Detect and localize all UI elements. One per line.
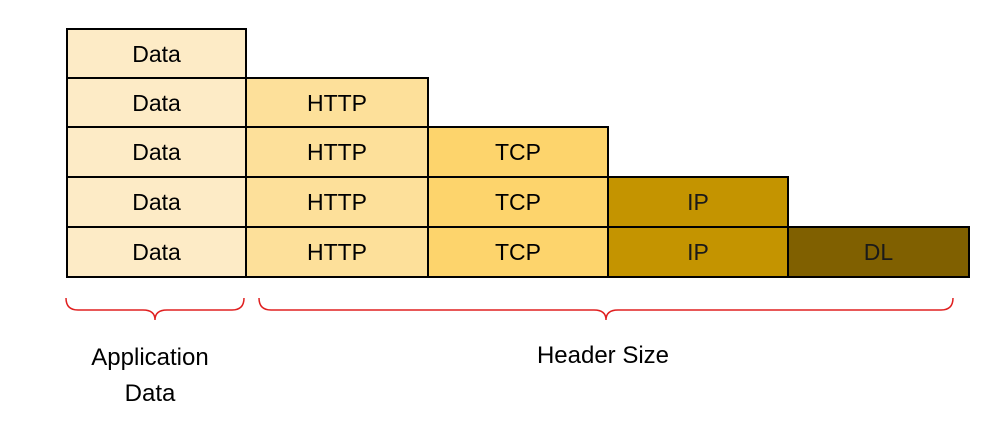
application-data-caption-line1: Application bbox=[91, 344, 209, 371]
cell-row5-http: HTTP bbox=[245, 226, 429, 278]
header-size-brace bbox=[258, 297, 954, 321]
application-data-caption: Application Data bbox=[60, 340, 240, 412]
cell-row2-http: HTTP bbox=[245, 77, 429, 129]
application-data-caption-line2: Data bbox=[124, 380, 176, 407]
cell-row4-tcp: TCP bbox=[427, 176, 609, 228]
cell-row1-data: Data bbox=[66, 28, 247, 80]
application-data-brace bbox=[65, 297, 245, 321]
cell-row5-data: Data bbox=[66, 226, 247, 278]
cell-row3-http: HTTP bbox=[245, 126, 429, 178]
cell-row4-data: Data bbox=[66, 176, 247, 228]
cell-row5-ip: IP bbox=[607, 226, 789, 278]
cell-row5-tcp: TCP bbox=[427, 226, 609, 278]
cell-row4-http: HTTP bbox=[245, 176, 429, 228]
cell-row5-dl: DL bbox=[787, 226, 970, 278]
cell-row3-tcp: TCP bbox=[427, 126, 609, 178]
cell-row3-data: Data bbox=[66, 126, 247, 178]
header-size-caption: Header Size bbox=[536, 342, 670, 369]
